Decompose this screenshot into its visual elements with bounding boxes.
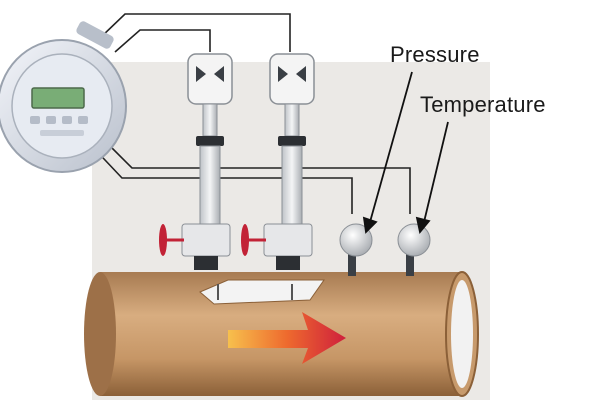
insertion-probe-2 bbox=[263, 53, 315, 270]
hand-wheel-valve-icon bbox=[159, 224, 184, 256]
temperature-callout bbox=[423, 121, 449, 223]
signal-wiring bbox=[87, 13, 411, 214]
insertion-probe-1 bbox=[181, 53, 233, 270]
pressure-callout bbox=[369, 71, 413, 223]
callout-arrows bbox=[362, 71, 449, 235]
wire-pressure bbox=[87, 141, 353, 214]
pressure-callout-head bbox=[362, 216, 378, 234]
right-arrow-icon bbox=[228, 312, 346, 364]
wire-temperature bbox=[95, 131, 411, 214]
temperature-sensor bbox=[397, 223, 431, 276]
pressure-label: Pressure bbox=[390, 42, 480, 67]
flow-computer-icon bbox=[0, 21, 127, 173]
temperature-label: Temperature bbox=[420, 92, 546, 117]
wire-probe-2 bbox=[99, 13, 291, 52]
wire-probe-1 bbox=[114, 29, 211, 53]
pipe bbox=[84, 271, 479, 397]
hand-wheel-valve-icon bbox=[241, 224, 266, 256]
temperature-callout-head bbox=[415, 216, 431, 235]
display-screen bbox=[31, 87, 85, 109]
pressure-sensor bbox=[339, 223, 373, 276]
